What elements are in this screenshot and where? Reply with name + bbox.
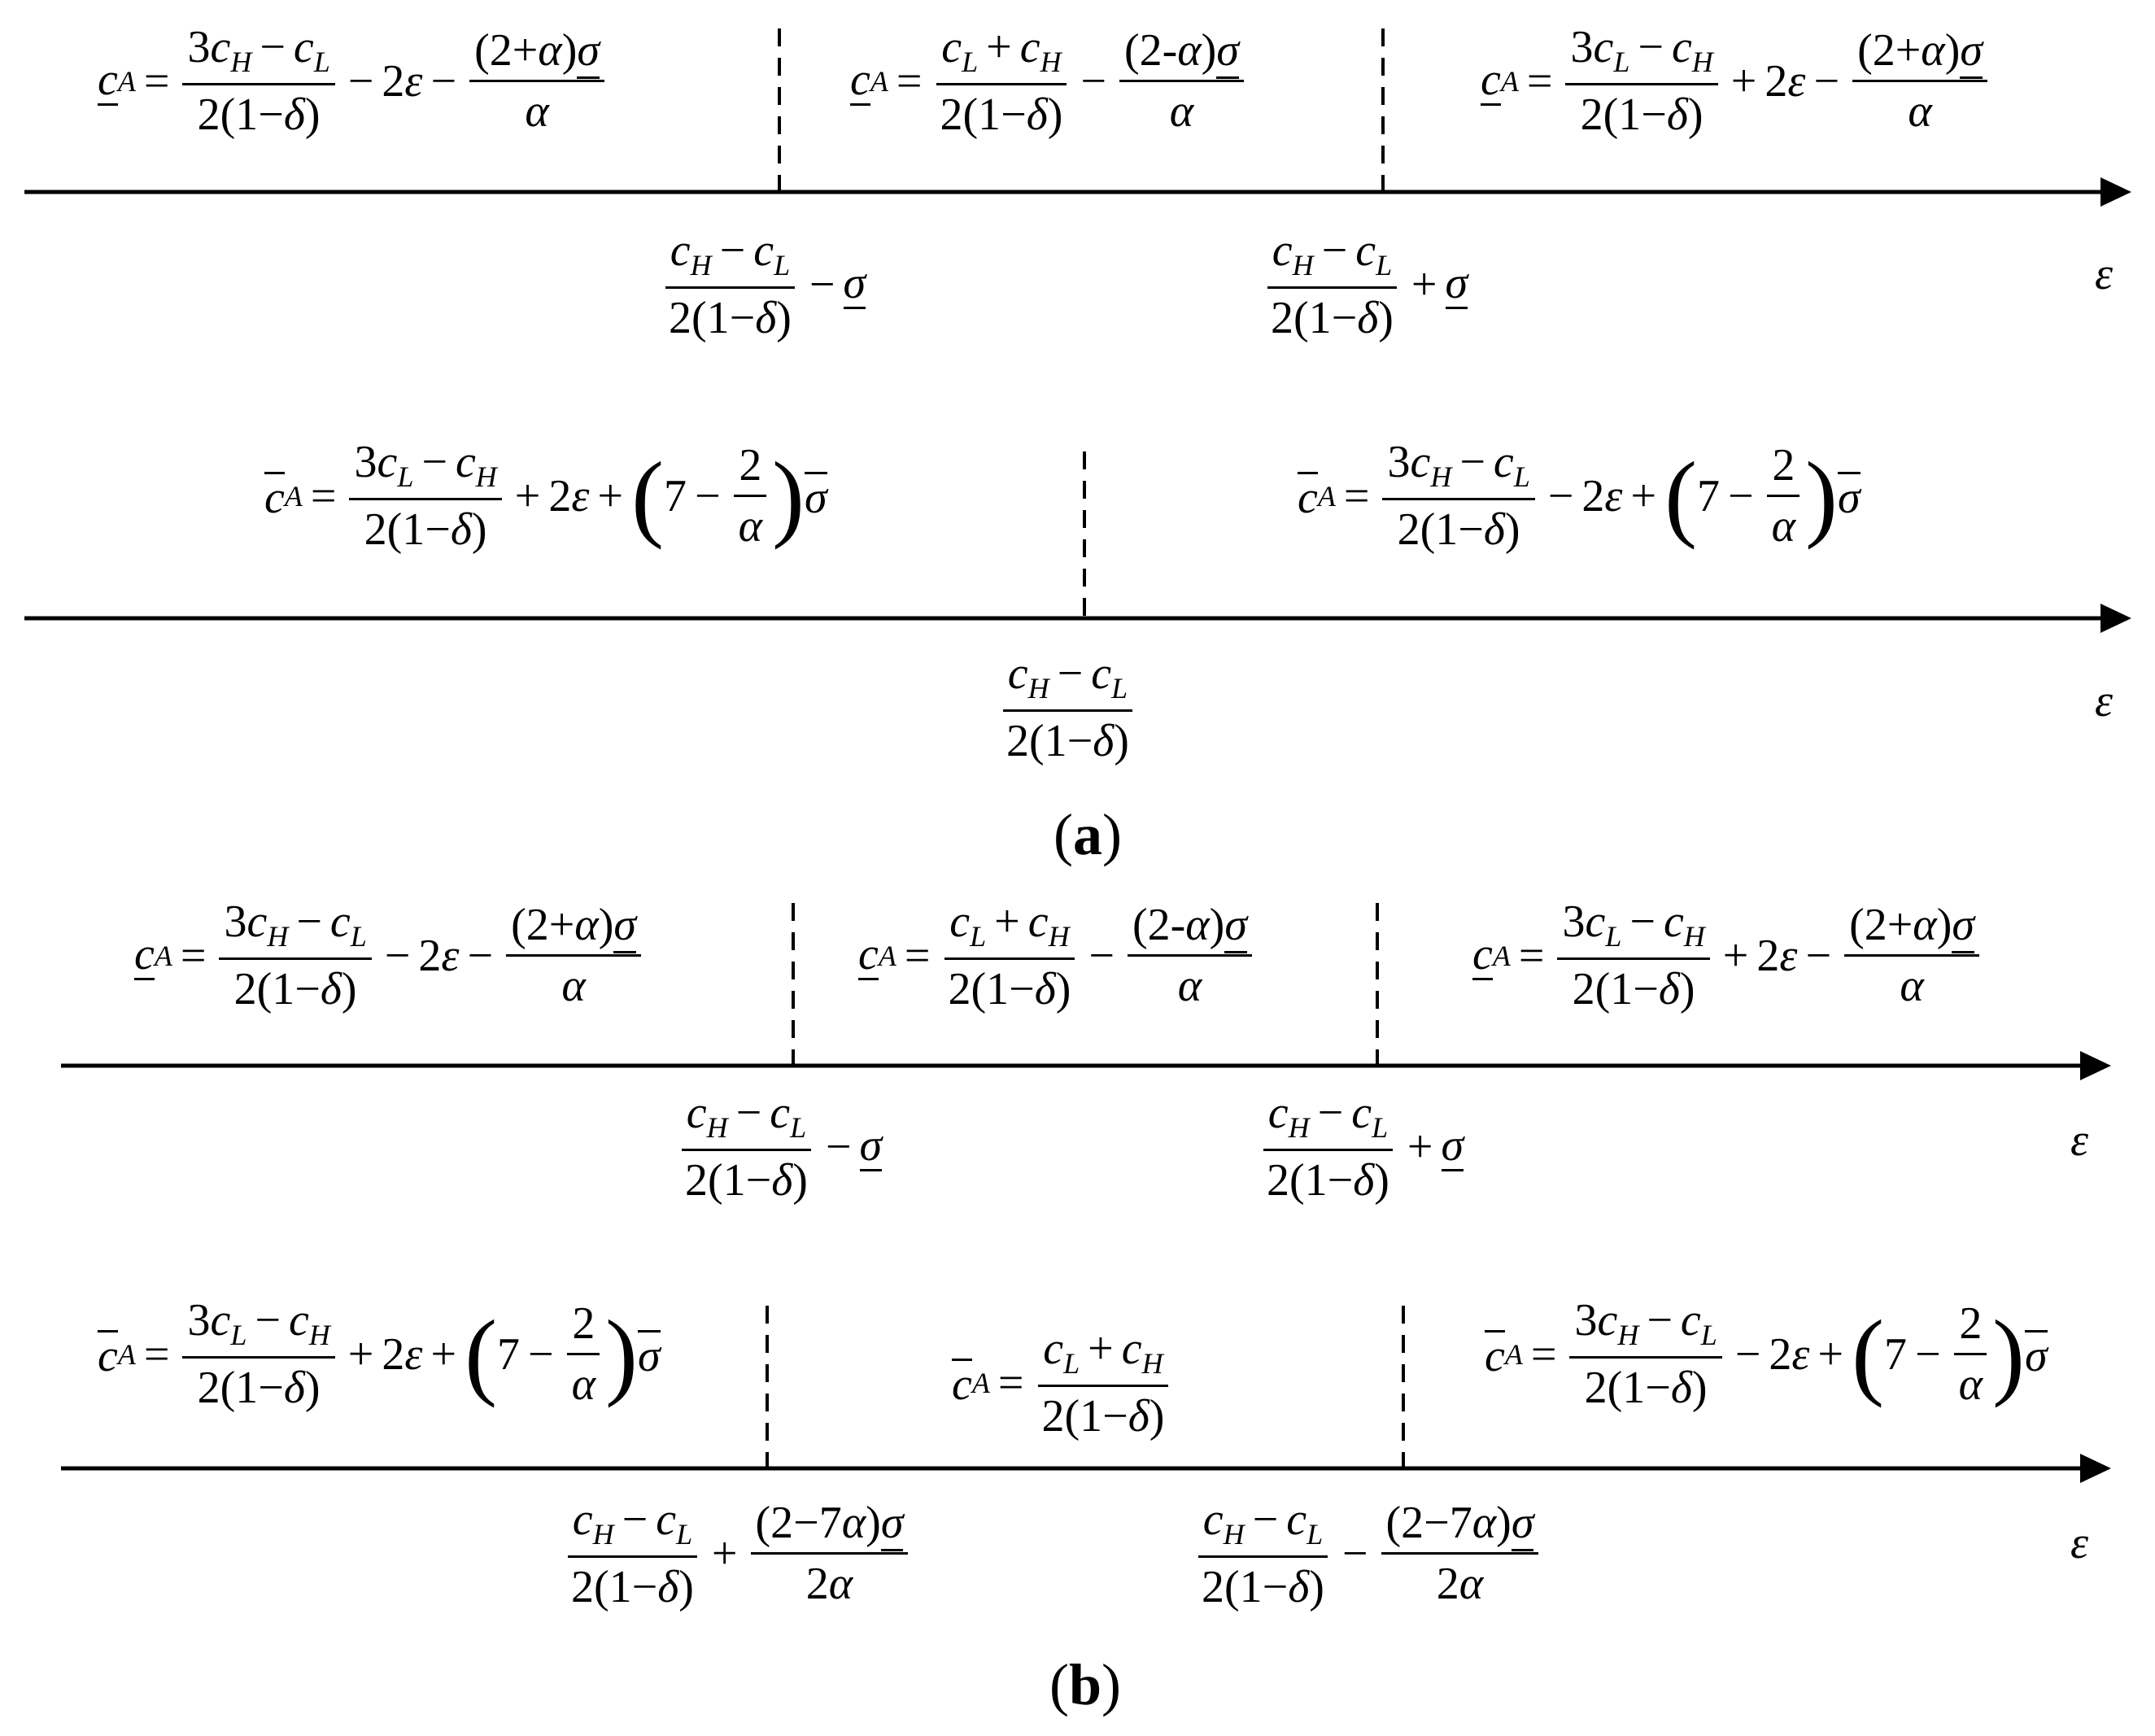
axis-b2-arrow-icon bbox=[2080, 1454, 2111, 1483]
panel-label-b: (b) bbox=[1049, 1652, 1122, 1717]
axis-a1-label: ε bbox=[2095, 249, 2114, 299]
axis-b1-label: ε bbox=[2070, 1115, 2089, 1166]
axis-a2-arrow-icon bbox=[2100, 604, 2131, 633]
axis-a2-label: ε bbox=[2095, 676, 2114, 726]
axis-a1-arrow-icon bbox=[2100, 177, 2131, 207]
axis-b1-arrow-icon bbox=[2080, 1051, 2111, 1080]
axis-b2-label: ε bbox=[2070, 1518, 2089, 1568]
panel-label-a: (a) bbox=[1054, 802, 1122, 867]
